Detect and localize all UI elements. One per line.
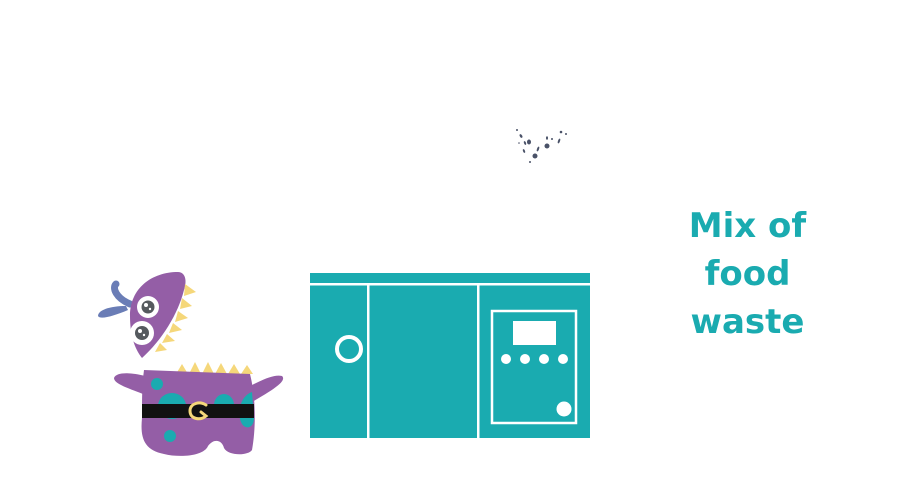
food-waste-label: Mix of food waste: [660, 202, 835, 346]
buckle-g-icon: [188, 401, 209, 421]
door-handle-icon: [335, 335, 363, 363]
button-2-icon: [520, 354, 530, 364]
purple-monster-mascot: [98, 272, 284, 456]
button-1-icon: [501, 354, 511, 364]
falling-crumbs-icon: [516, 129, 567, 163]
food-waste-processor: [310, 273, 590, 438]
control-panel: [490, 309, 578, 425]
label-line-1: Mix of: [688, 206, 807, 246]
knob-icon: [556, 401, 572, 417]
label-line-2: food: [704, 254, 791, 294]
belt-icon: [142, 404, 254, 418]
eyes-icon: [130, 296, 159, 345]
button-3-icon: [539, 354, 549, 364]
display-screen: [513, 321, 556, 345]
antenna-icon: [98, 280, 134, 318]
button-4-icon: [558, 354, 568, 364]
label-line-3: waste: [690, 302, 805, 342]
